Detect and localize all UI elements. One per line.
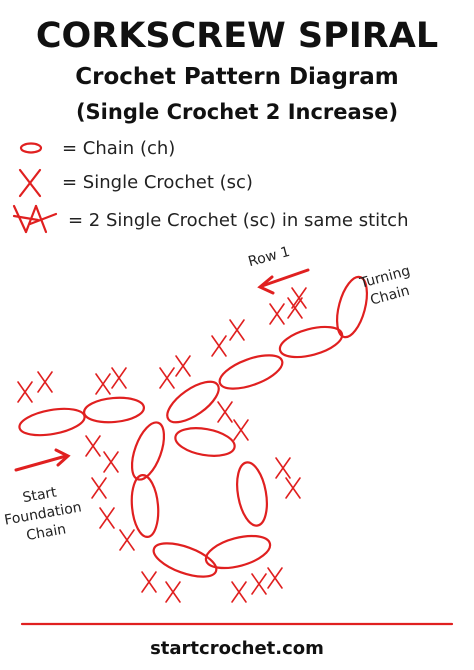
sc-mark — [275, 457, 291, 479]
sc-mark — [141, 571, 157, 593]
chain-oval — [174, 427, 236, 457]
page-subtitle: Crochet Pattern Diagram — [75, 64, 399, 90]
legend-chain-symbol — [19, 142, 43, 154]
sc-mark — [85, 435, 101, 457]
sc-mark — [17, 381, 33, 403]
sc-mark — [251, 573, 267, 595]
chain-oval — [278, 325, 344, 359]
legend-sc-label: = Single Crochet (sc) — [62, 172, 253, 193]
sc-mark — [217, 401, 233, 423]
chain-oval — [218, 354, 284, 390]
sc-mark — [211, 335, 227, 357]
sc-mark — [175, 355, 191, 377]
chain-oval — [130, 473, 160, 539]
sc-mark — [95, 373, 111, 395]
chain-oval — [166, 380, 220, 424]
sc-marks — [17, 287, 307, 603]
sc-mark — [111, 367, 127, 389]
chain-oval — [236, 461, 268, 527]
chain-oval — [152, 542, 218, 578]
sc-mark — [231, 581, 247, 603]
sc-mark — [269, 303, 285, 325]
legend-inc-symbol — [12, 204, 58, 234]
chain-oval — [130, 421, 166, 481]
chain-oval — [82, 396, 146, 424]
sc-mark — [99, 507, 115, 529]
chain-stitches — [18, 275, 369, 578]
sc-mark — [91, 477, 107, 499]
page-subtitle-2: (Single Crochet 2 Increase) — [75, 100, 399, 124]
sc-mark — [229, 319, 245, 341]
sc-mark — [233, 419, 249, 441]
chain-oval — [18, 407, 86, 437]
chain-oval — [335, 275, 369, 339]
row1-arrow — [257, 268, 310, 295]
sc-mark — [103, 451, 119, 473]
start-arrow — [14, 448, 71, 472]
legend-sc-symbol — [18, 168, 42, 198]
chain-oval — [204, 534, 272, 570]
sc-mark — [165, 581, 181, 603]
sc-mark — [37, 371, 53, 393]
page-title: CORKSCREW SPIRAL — [35, 16, 439, 56]
legend-inc-label: = 2 Single Crochet (sc) in same stitch — [68, 210, 409, 231]
sc-mark — [285, 477, 301, 499]
sc-mark — [291, 287, 307, 309]
sc-mark — [119, 529, 135, 551]
sc-mark — [267, 567, 283, 589]
sc-mark — [287, 297, 303, 319]
legend-chain-label: = Chain (ch) — [62, 138, 176, 159]
sc-mark — [159, 367, 175, 389]
footer-site[interactable]: startcrochet.com — [150, 638, 324, 659]
